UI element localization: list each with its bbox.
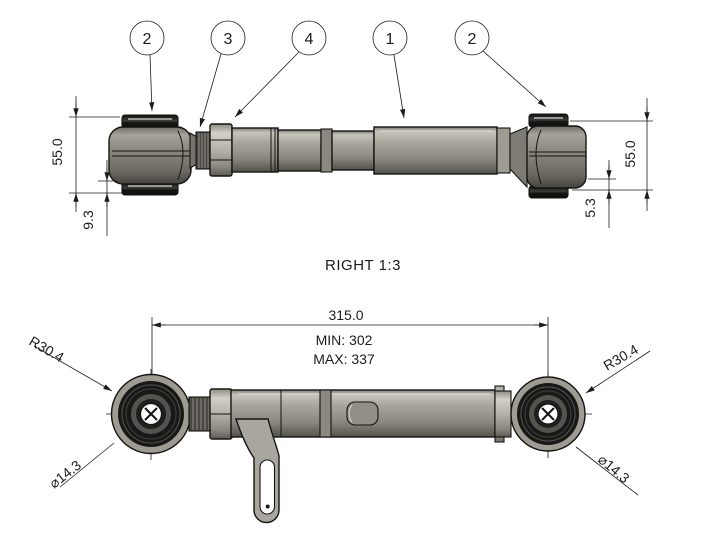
d14-left-text: ⌀14.3 — [46, 457, 84, 492]
bracket-slot — [259, 459, 276, 515]
side-view-part — [108, 113, 587, 199]
main-tube — [373, 126, 498, 175]
side-view: 2 3 4 1 2 55 — [49, 20, 653, 274]
threaded-collar — [195, 131, 212, 170]
tube-segment — [277, 129, 322, 172]
balloon-3: 3 — [210, 20, 246, 56]
mounting-bracket — [235, 418, 280, 524]
r30-left-text: R30.4 — [27, 333, 68, 366]
plan-view-part — [110, 373, 586, 524]
right-cone — [509, 126, 528, 189]
dim-55-left: 55.0 — [49, 96, 133, 212]
right-bushing-housing — [526, 125, 587, 189]
threaded-neck — [188, 396, 212, 432]
balloon-2-left-label: 2 — [143, 31, 152, 48]
callout-r30-left: R30.4 — [27, 333, 113, 392]
end-collar — [494, 385, 512, 443]
callout-d14-right: ⌀14.3 — [575, 446, 639, 496]
hex-nut-plan — [209, 388, 233, 440]
balloon-callouts: 2 3 4 1 2 — [129, 20, 547, 128]
hex-nut-side — [209, 123, 233, 177]
plan-ring-band — [319, 389, 332, 438]
balloon-2-right-label: 2 — [468, 31, 477, 48]
right-eye — [510, 376, 586, 452]
dim-55-left-text: 55.0 — [49, 138, 65, 165]
ring-band — [320, 128, 333, 173]
left-bushing-top-cap — [121, 114, 179, 129]
right-eye-bore-cross — [541, 407, 555, 421]
tube-segment-2 — [331, 130, 375, 171]
plan-view: 315.0 MIN: 302 MAX: 337 — [27, 307, 651, 524]
adjuster-sleeve — [231, 127, 279, 173]
view-label: RIGHT 1:3 — [325, 257, 401, 274]
balloon-1: 1 — [372, 20, 408, 56]
balloon-2-right: 2 — [454, 20, 490, 56]
balloon-4: 4 — [291, 20, 327, 56]
dim-min-text: MIN: 302 — [316, 332, 373, 348]
dim-9-3-text: 9.3 — [80, 210, 96, 230]
adjustment-window — [346, 401, 379, 426]
balloon-3-label: 3 — [224, 31, 233, 48]
dim-max-text: MAX: 337 — [313, 351, 375, 367]
left-eye — [110, 373, 192, 455]
callout-r30-right: R30.4 — [585, 341, 651, 394]
dim-5-3: 5.3 — [582, 160, 616, 228]
dim-55-right: 55.0 — [570, 98, 653, 211]
bracket-hole — [265, 504, 270, 509]
dim-9-3: 9.3 — [80, 160, 117, 236]
dim-55-right-text: 55.0 — [622, 140, 638, 167]
balloon-4-label: 4 — [305, 31, 314, 48]
r30-right-text: R30.4 — [601, 341, 642, 374]
dim-5-3-text: 5.3 — [582, 198, 598, 218]
balloon-1-label: 1 — [386, 31, 395, 48]
balloon-2-left: 2 — [129, 20, 165, 56]
dim-315: 315.0 MIN: 302 MAX: 337 — [151, 307, 549, 376]
d14-right-text: ⌀14.3 — [595, 451, 633, 486]
right-bushing-top-cap — [528, 113, 569, 128]
dim-315-text: 315.0 — [328, 307, 363, 323]
callout-d14-left: ⌀14.3 — [46, 442, 115, 492]
right-ring — [496, 127, 511, 174]
left-eye-bore-cross — [144, 407, 158, 421]
